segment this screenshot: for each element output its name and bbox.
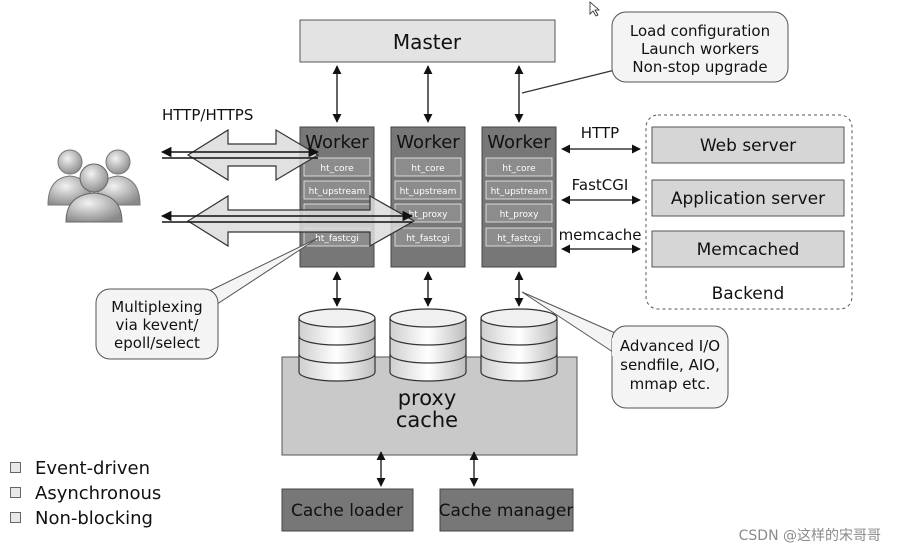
- worker-1-module-1: ht_core: [320, 164, 354, 174]
- multiplexing-line-1: Multiplexing: [111, 298, 202, 316]
- multiplexing-line-3: epoll/select: [114, 334, 200, 352]
- multiplexing-callout: Multiplexing via kevent/ epoll/select: [95, 237, 319, 360]
- proxy-cache-label-1: proxy: [398, 386, 457, 410]
- multiplexing-line-2: via kevent/: [116, 316, 200, 334]
- backend-memcached: Memcached: [697, 240, 800, 260]
- watermark: CSDN @这样的宋哥哥: [738, 528, 881, 544]
- worker-3-title: Worker: [487, 132, 551, 153]
- client-traffic-arrows: [160, 128, 416, 248]
- feature-non-blocking: Non-blocking: [10, 508, 153, 529]
- protocol-fastcgi: FastCGI: [572, 176, 629, 194]
- advanced-io-line-1: Advanced I/O: [620, 337, 720, 355]
- worker-2-module-2: ht_upstream: [400, 187, 457, 197]
- master-label: Master: [393, 30, 462, 54]
- feature-event-driven: Event-driven: [10, 458, 150, 479]
- bullet-icon: [10, 486, 21, 498]
- cache-loader-box: Cache loader: [281, 488, 414, 532]
- worker-2-title: Worker: [396, 132, 460, 153]
- worker-3-module-3: ht_proxy: [500, 210, 540, 220]
- master-note-callout: Load configuration Launch workers Non-st…: [521, 11, 789, 94]
- worker-2-module-1: ht_core: [411, 164, 445, 174]
- worker-cache-arrows: [332, 271, 524, 307]
- advanced-io-line-3: mmap etc.: [630, 375, 711, 393]
- worker-2: Worker ht_core ht_upstream ht_proxy ht_f…: [390, 126, 466, 268]
- cache-loader-label: Cache loader: [291, 501, 403, 521]
- master-note-line-1: Load configuration: [630, 22, 770, 40]
- protocol-memcache: memcache: [559, 226, 642, 244]
- worker-3-module-2: ht_upstream: [491, 187, 548, 197]
- cache-store-icon-2: [389, 308, 467, 382]
- cache-process-arrows: [376, 451, 479, 487]
- protocol-http: HTTP: [581, 124, 619, 142]
- cache-store-icon-3: [480, 308, 558, 382]
- master-note-line-3: Non-stop upgrade: [632, 58, 767, 76]
- mouse-cursor-icon: [589, 1, 601, 17]
- master-worker-arrows: [332, 65, 524, 123]
- worker-1: Worker ht_core ht_upstream ht_fastcgi: [299, 126, 375, 268]
- backend-group: Web server Application server Memcached …: [645, 114, 853, 310]
- bullet-icon: [10, 511, 21, 523]
- worker-3-module-4: ht_fastcgi: [497, 234, 541, 244]
- advanced-io-line-2: sendfile, AIO,: [620, 356, 720, 374]
- cache-manager-label: Cache manager: [439, 501, 574, 521]
- worker-1-module-2: ht_upstream: [309, 187, 366, 197]
- worker-3-module-1: ht_core: [502, 164, 536, 174]
- advanced-io-callout: Advanced I/O sendfile, AIO, mmap etc.: [521, 291, 729, 409]
- backend-application-server: Application server: [671, 189, 825, 209]
- master-box: Master: [299, 19, 556, 63]
- feature-asynchronous: Asynchronous: [10, 483, 161, 504]
- backend-web-server: Web server: [700, 136, 796, 156]
- protocol-arrows: [561, 144, 641, 254]
- clients-icon: [47, 149, 141, 223]
- worker-1-module-4: ht_fastcgi: [315, 234, 359, 244]
- cache-manager-box: Cache manager: [439, 488, 574, 532]
- bullet-icon: [10, 461, 21, 473]
- proxy-cache-label-2: cache: [396, 408, 458, 432]
- worker-2-module-3: ht_proxy: [409, 210, 449, 220]
- master-note-line-2: Launch workers: [641, 40, 759, 58]
- cache-store-icon-1: [298, 308, 376, 382]
- client-protocol-label: HTTP/HTTPS: [162, 106, 253, 124]
- worker-1-title: Worker: [305, 132, 369, 153]
- worker-3: Worker ht_core ht_upstream ht_proxy ht_f…: [481, 126, 557, 268]
- worker-2-module-4: ht_fastcgi: [406, 234, 450, 244]
- backend-label: Backend: [712, 284, 785, 304]
